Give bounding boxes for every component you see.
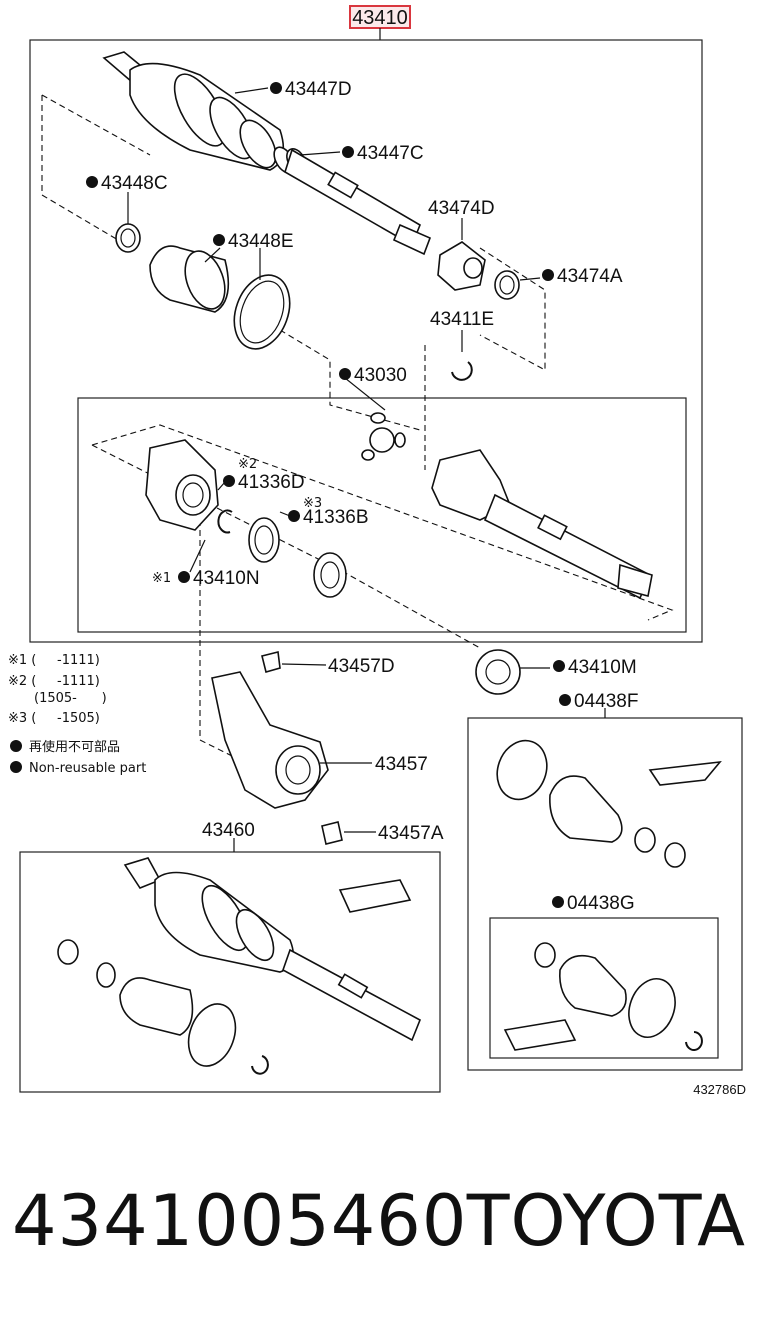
bracket-43457[interactable] (211, 671, 329, 809)
mark-2: ※2 (238, 457, 257, 472)
callout-43448E[interactable]: 43448E (213, 231, 294, 252)
label-04438G: 04438G (567, 893, 635, 914)
snap-ring-43411E[interactable] (451, 361, 473, 381)
callout-41336D[interactable]: ※2 41336D (223, 457, 305, 493)
label-43410M: 43410M (568, 657, 637, 678)
label-04438F: 04438F (574, 691, 638, 712)
label-43460: 43460 (202, 820, 255, 841)
callout-04438F[interactable]: 04438F (559, 691, 638, 712)
damper-43474D[interactable] (437, 241, 486, 291)
brand-name: TOYOTA (466, 1180, 746, 1262)
callout-43457D[interactable]: 43457D (328, 656, 395, 677)
callout-43474A[interactable]: 43474A (542, 266, 623, 287)
mark-3: ※3 (303, 496, 322, 511)
bearing-housing[interactable] (145, 439, 219, 531)
notes-legend: ※1 ( -1111) ※2 ( -1111) (1505- ) ※3 ( -1… (8, 653, 146, 776)
callout-43410M[interactable]: 43410M (553, 657, 637, 678)
band-43448E[interactable] (225, 267, 300, 356)
label-41336B: 41336B (303, 507, 369, 528)
label-43457: 43457 (375, 754, 428, 775)
note-2-range: (1505- ) (34, 691, 107, 706)
non-reusable-bullet-en (10, 761, 22, 773)
callout-41336B[interactable]: ※3 41336B (288, 496, 369, 528)
shaft-43460[interactable] (123, 857, 422, 1042)
callout-43460[interactable]: 43460 (202, 820, 255, 841)
label-43448E: 43448E (228, 231, 294, 252)
label-43448C: 43448C (101, 173, 168, 194)
callout-43474D[interactable]: 43474D (428, 198, 495, 219)
callout-43411E[interactable]: 43411E (430, 309, 494, 330)
callout-43457A[interactable]: 43457A (378, 823, 444, 844)
callout-43447C[interactable]: 43447C (342, 143, 424, 164)
non-reusable-bullet-jp (10, 740, 22, 752)
parts-diagram: 43410 (8, 5, 746, 1097)
label-43447C: 43447C (357, 143, 424, 164)
mark-1: ※1 (152, 571, 171, 586)
outer-joint-assembly (102, 51, 432, 256)
note-en: Non-reusable part (29, 761, 146, 776)
note-2: ※2 ( -1111) (8, 674, 100, 689)
inner-joint-frame (77, 397, 687, 633)
callout-43030[interactable]: 43030 (339, 365, 407, 386)
seal-41336D[interactable] (248, 517, 280, 563)
footer: 4341005460 TOYOTA (0, 1180, 760, 1290)
note-3: ※3 ( -1505) (8, 711, 100, 726)
frame-43460 (19, 851, 441, 1093)
callout-43410N[interactable]: ※1 43410N (152, 568, 260, 589)
note-1: ※1 ( -1111) (8, 653, 100, 668)
seal-41336B[interactable] (313, 552, 347, 598)
main-assembly-frame (29, 39, 703, 643)
clamp-43474A[interactable] (494, 270, 520, 300)
bearing-43410M[interactable] (475, 649, 521, 695)
callout-43447D[interactable]: 43447D (270, 79, 352, 100)
label-43474D: 43474D (428, 198, 495, 219)
label-43030: 43030 (354, 365, 407, 386)
inner-joint-shaft (431, 449, 653, 600)
label-43474A: 43474A (557, 266, 623, 287)
callout-43457[interactable]: 43457 (375, 754, 428, 775)
label-43447D: 43447D (285, 79, 352, 100)
label-43457A: 43457A (378, 823, 444, 844)
frame-04438G (489, 917, 719, 1059)
label-43457D: 43457D (328, 656, 395, 677)
tripod-43030[interactable] (361, 412, 406, 461)
clamp-43448C[interactable] (115, 223, 141, 253)
note-jp: 再使用不可部品 (29, 739, 120, 755)
part-number: 4341005460 (12, 1180, 468, 1262)
bolt-43457A[interactable] (321, 821, 343, 845)
bolt-43457D[interactable] (261, 651, 281, 673)
boot-43460 (119, 977, 194, 1036)
callout-04438G[interactable]: 04438G (552, 893, 635, 914)
label-43411E: 43411E (430, 309, 494, 330)
snap-ring-43410N[interactable] (217, 509, 233, 534)
boot-43448E[interactable] (149, 245, 232, 315)
label-41336D: 41336D (238, 472, 305, 493)
label-43410N: 43410N (193, 568, 260, 589)
callout-43448C[interactable]: 43448C (86, 173, 168, 194)
drawing-number: 432786D (693, 1082, 746, 1097)
assembly-title[interactable]: 43410 (352, 7, 408, 29)
